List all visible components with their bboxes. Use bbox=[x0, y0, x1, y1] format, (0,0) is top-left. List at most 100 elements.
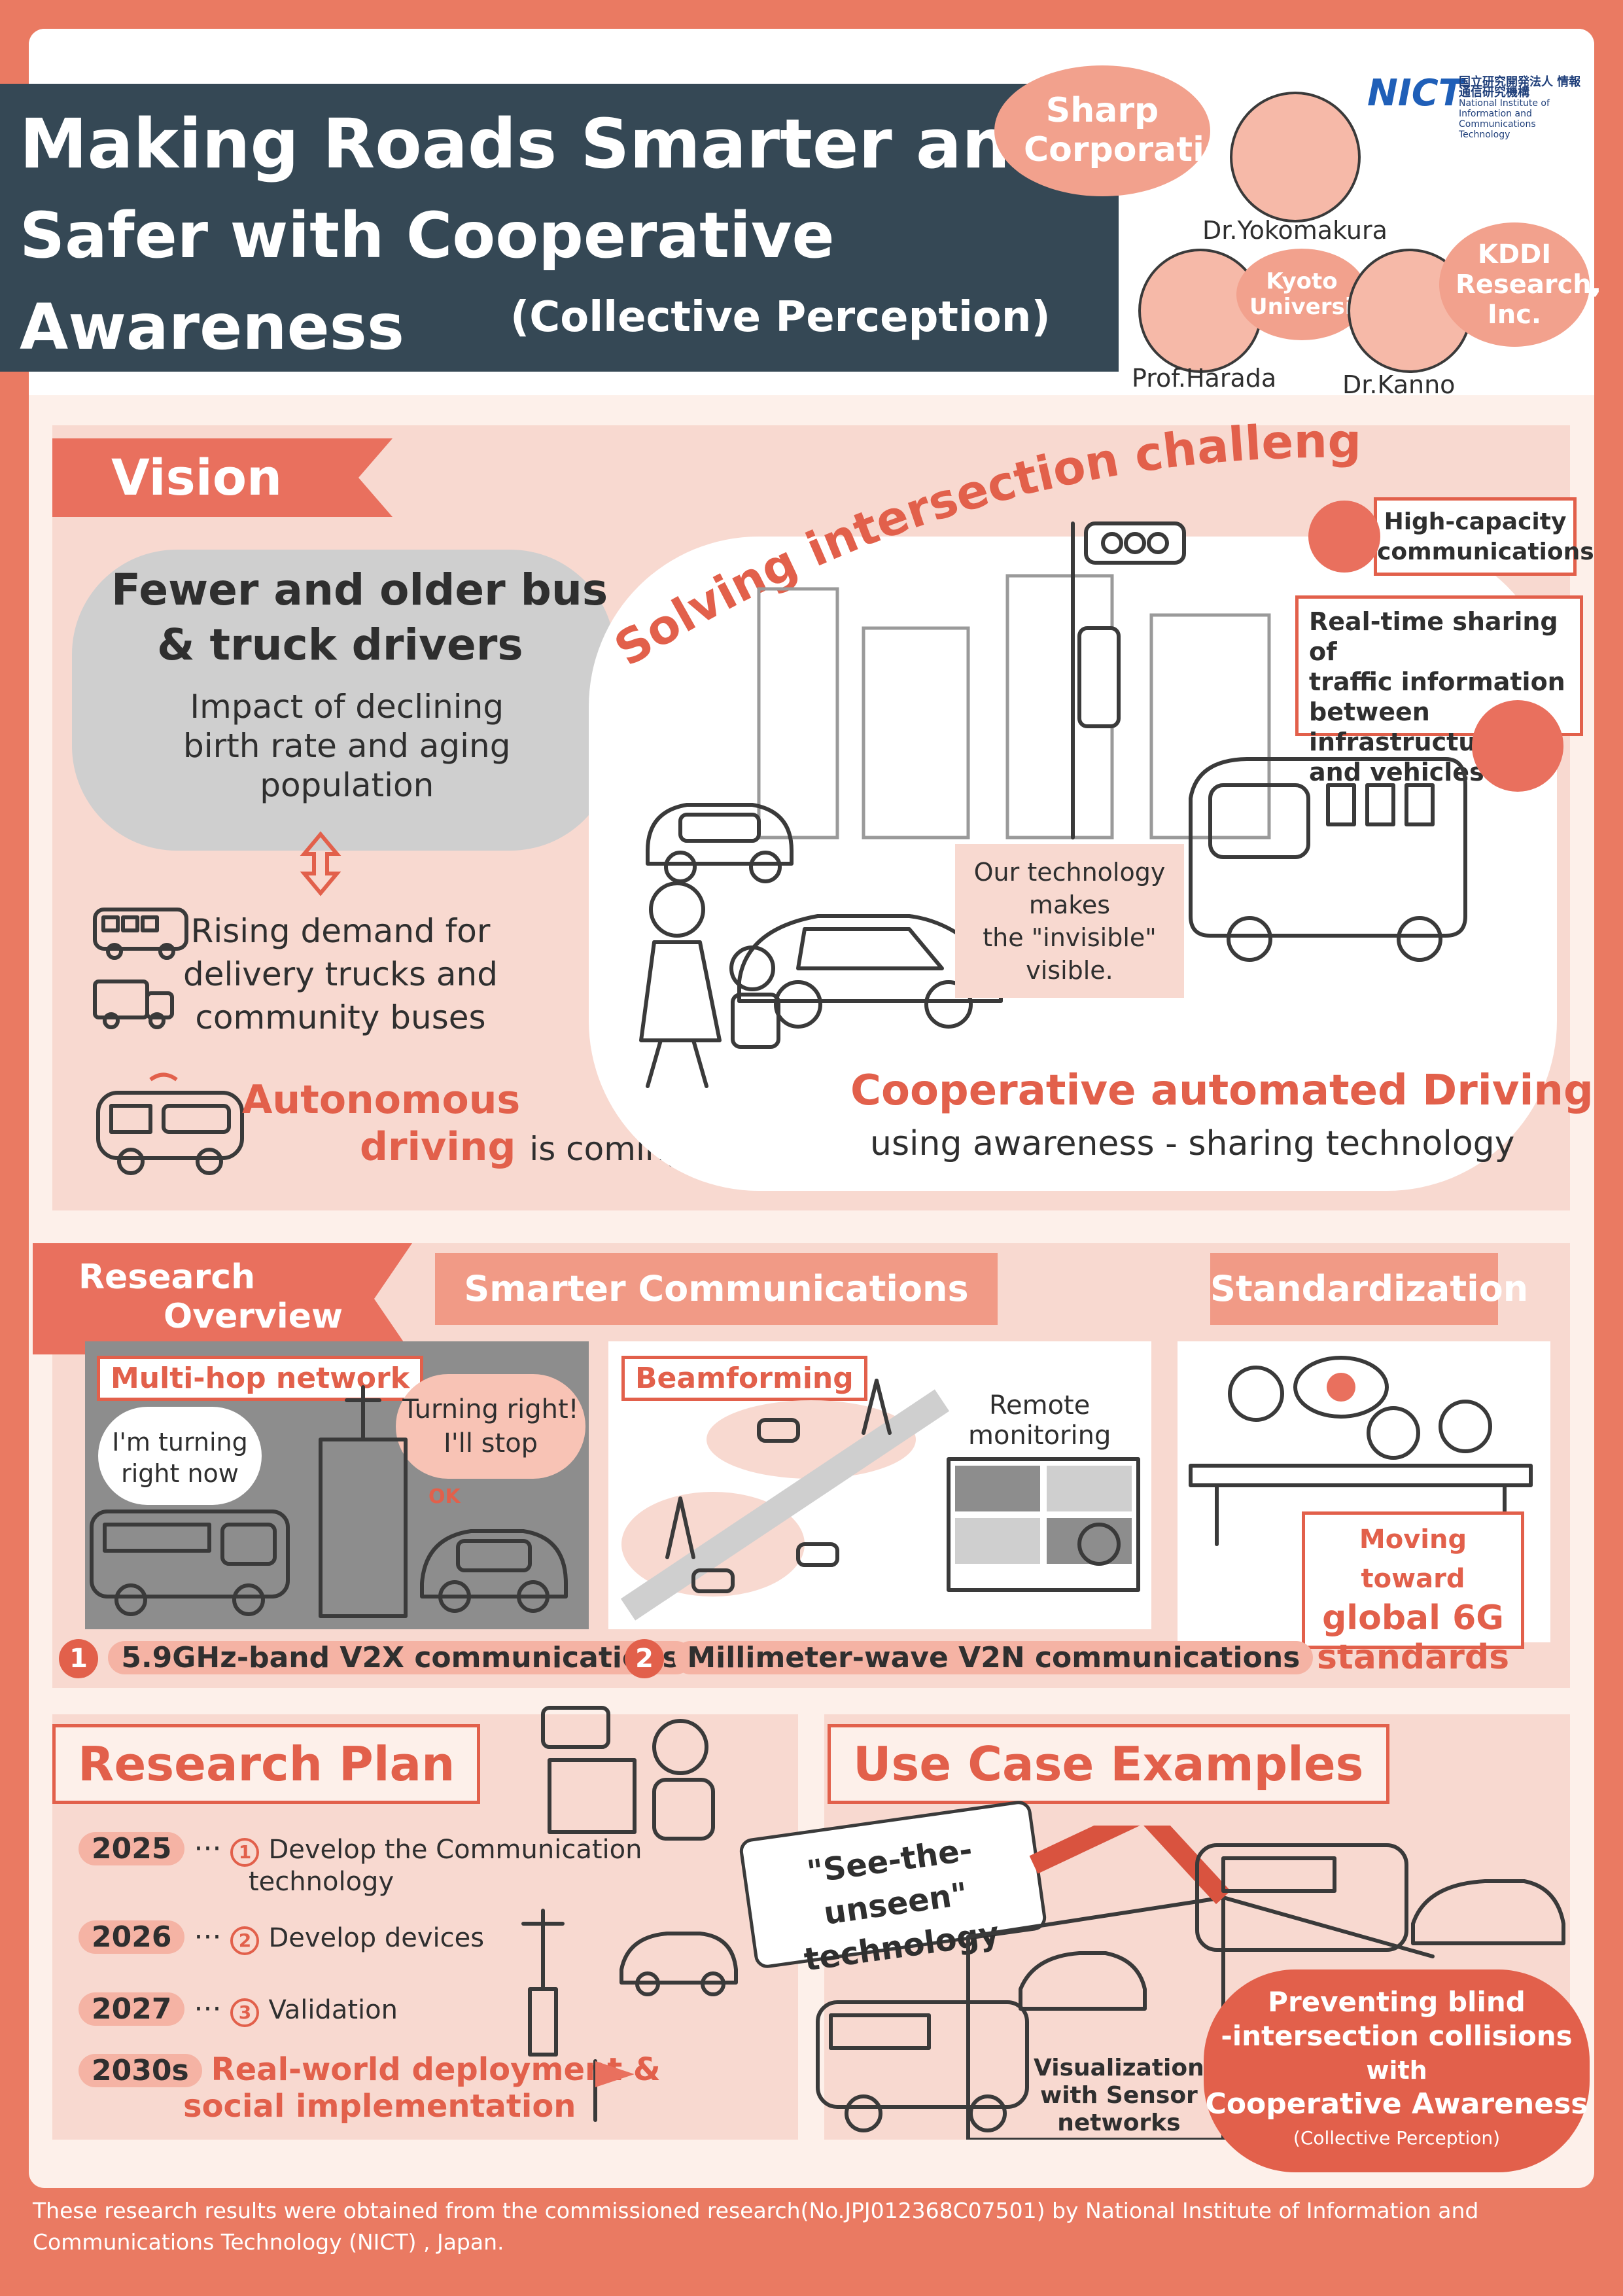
org-bubble-kyoto: Kyoto University bbox=[1236, 249, 1378, 340]
org-bubble-sharp: Sharp Corporation bbox=[994, 65, 1252, 196]
drivers-title: Fewer and older bus & truck drivers bbox=[111, 563, 608, 673]
plan-text-2: technology bbox=[249, 1867, 394, 1897]
bus-speech-line-1: I'm turning bbox=[112, 1428, 248, 1457]
nict-logo-jp: 国立研究開発法人 情報通信研究機構 bbox=[1459, 75, 1581, 99]
plan-row-2030s: 2030s Real-world deployment & social imp… bbox=[79, 2051, 661, 2125]
person-avatar-yokomakura bbox=[1230, 92, 1361, 222]
title-subtitle: (Collective Perception) bbox=[510, 293, 1051, 342]
person-name-harada: Prof.Harada bbox=[1132, 364, 1277, 393]
invisible-line-3: the "invisible" bbox=[983, 923, 1157, 952]
bus-icon bbox=[93, 908, 188, 960]
visualization-line-3: networks bbox=[1057, 2110, 1181, 2136]
org-sharp: Sharp Corporation bbox=[1024, 91, 1252, 169]
realtime-line-1: Real-time sharing of bbox=[1309, 607, 1558, 666]
invisible-line-1: Our technology bbox=[973, 858, 1166, 887]
research-item-2-text: Millimeter-wave V2N communications bbox=[674, 1641, 1314, 1674]
footer-note: These research results were obtained fro… bbox=[33, 2198, 1479, 2255]
autonomous-line-1: Autonomous bbox=[242, 1077, 521, 1123]
plan-row-2026: 2026 ··· 2 Develop devices bbox=[79, 1920, 484, 1955]
realtime-line-2: traffic information bbox=[1309, 667, 1565, 696]
flag-icon bbox=[593, 2059, 635, 2122]
demand-line-1: Rising demand for bbox=[190, 912, 491, 950]
person-name-yokomakura: Dr.Yokomakura bbox=[1202, 216, 1387, 245]
preventing-line-4: Cooperative Awareness bbox=[1205, 2087, 1588, 2121]
visualization-line-1: Visualization bbox=[1034, 2055, 1204, 2081]
title-banner bbox=[0, 84, 1119, 372]
drivers-title-line-1: Fewer and older bus bbox=[111, 565, 608, 615]
high-capacity-box: High-capacity communications bbox=[1374, 497, 1594, 576]
plan-row-2027: 2027 ··· 3 Validation bbox=[79, 1992, 398, 2027]
delivery-truck-icon bbox=[93, 980, 174, 1029]
plan-row-2025: 2025 ··· 1 Develop the Communication tec… bbox=[79, 1832, 642, 1897]
visualization-label: Visualization with Sensor networks bbox=[1034, 2055, 1204, 2137]
nict-logo: NICT bbox=[1367, 72, 1463, 115]
plan-year: 2025 bbox=[79, 1832, 185, 1865]
research-item-1-number: 1 bbox=[59, 1639, 98, 1678]
nict-logo-en: National Institute of Information and Co… bbox=[1459, 98, 1550, 140]
preventing-line-2: -intersection collisions bbox=[1221, 2020, 1573, 2052]
plan-year: 2030s bbox=[79, 2054, 202, 2087]
research-ribbon-line-1: Research bbox=[79, 1258, 256, 1297]
research-ribbon: Research Overview bbox=[33, 1243, 412, 1354]
coop-title: Cooperative automated Driving bbox=[850, 1067, 1594, 1115]
plan-year: 2027 bbox=[79, 1992, 185, 2026]
research-item-2: 2 Millimeter-wave V2N communications bbox=[625, 1639, 1314, 1678]
plan-text: Develop the Communication bbox=[268, 1835, 642, 1865]
high-capacity-label: High-capacity communications bbox=[1377, 508, 1594, 565]
bus-speech-bubble: I'm turning right now bbox=[98, 1407, 262, 1505]
smarter-header: Smarter Communications Research bbox=[435, 1253, 998, 1381]
plan-dots: ··· bbox=[194, 1832, 222, 1865]
person-at-computer-icon bbox=[541, 1706, 715, 1841]
up-down-arrow-icon bbox=[300, 831, 341, 896]
coop-sub: using awareness - sharing technology bbox=[870, 1124, 1515, 1163]
plan-title: Research Plan bbox=[52, 1724, 481, 1804]
plan-year: 2026 bbox=[79, 1920, 185, 1954]
nict-logo-subtitle: 国立研究開発法人 情報通信研究機構 National Institute of … bbox=[1459, 75, 1583, 141]
remote-line-2: monitoring bbox=[968, 1421, 1111, 1451]
moving-line-3: standards bbox=[1316, 1638, 1510, 1677]
org-kyoto: Kyoto University bbox=[1249, 268, 1378, 320]
page-title: Making Roads Smarter and Safer with Coop… bbox=[20, 98, 1106, 373]
impact-line-1: Impact of declining bbox=[190, 688, 504, 726]
research-ribbon-line-2: Overview bbox=[164, 1297, 343, 1336]
plan-dots: ··· bbox=[194, 1920, 222, 1954]
preventing-badge: Preventing blind -intersection collision… bbox=[1204, 1969, 1590, 2172]
plan-text: Validation bbox=[268, 1995, 398, 2025]
preventing-line-1: Preventing blind bbox=[1268, 1986, 1526, 2018]
city-sketch bbox=[757, 521, 1271, 839]
title-line-2: Safer with Cooperative Awareness bbox=[20, 199, 835, 364]
plan-text: Develop devices bbox=[268, 1923, 485, 1953]
drivers-blob bbox=[72, 550, 615, 851]
car-speech-bubble: Turning right! I'll stop bbox=[396, 1374, 585, 1479]
moving-line-2: global 6G bbox=[1322, 1598, 1504, 1638]
multihop-bus-icon bbox=[90, 1510, 290, 1616]
moving-line-1: Moving toward bbox=[1359, 1525, 1467, 1594]
plan-number: 1 bbox=[230, 1838, 260, 1867]
realtime-box: Real-time sharing of traffic information… bbox=[1295, 595, 1583, 786]
solving-arc-title: Solving intersection challenges bbox=[589, 406, 1362, 677]
org-kddi: KDDI Research, Inc. bbox=[1456, 239, 1601, 330]
plan-text-2: social implementation bbox=[183, 2088, 576, 2125]
red-car-back-icon bbox=[646, 803, 794, 883]
autonomous-bus-icon bbox=[96, 1072, 244, 1175]
usecase-title: Use Case Examples bbox=[828, 1724, 1389, 1804]
database-icon bbox=[1308, 501, 1380, 573]
plan-text: Real-world deployment & bbox=[211, 2051, 661, 2088]
remote-line-1: Remote bbox=[989, 1390, 1091, 1421]
research-item-2-number: 2 bbox=[625, 1639, 664, 1678]
invisible-line-2: makes bbox=[1028, 891, 1111, 919]
invisible-note: Our technology makes the "invisible" vis… bbox=[955, 844, 1184, 998]
blind-intersection-icon bbox=[816, 1826, 1565, 2140]
remote-monitoring-label: Remote monitoring bbox=[968, 1390, 1111, 1451]
multihop-car-icon bbox=[420, 1529, 568, 1613]
invisible-line-4: visible. bbox=[1026, 956, 1113, 985]
autonomous-line-2: driving bbox=[360, 1124, 516, 1170]
vision-ribbon-label: Vision bbox=[111, 448, 283, 506]
car-speech-line-2: I'll stop bbox=[443, 1428, 538, 1458]
beamforming-road-icon bbox=[620, 1379, 950, 1621]
bus-speech-line-2: right now bbox=[121, 1459, 239, 1488]
vision-ribbon: Vision bbox=[52, 438, 393, 517]
beamforming-label: Beamforming bbox=[621, 1356, 867, 1401]
autonomous-text: Autonomous driving is coming bbox=[242, 1076, 686, 1173]
demand-line-2: delivery trucks and bbox=[183, 955, 498, 993]
